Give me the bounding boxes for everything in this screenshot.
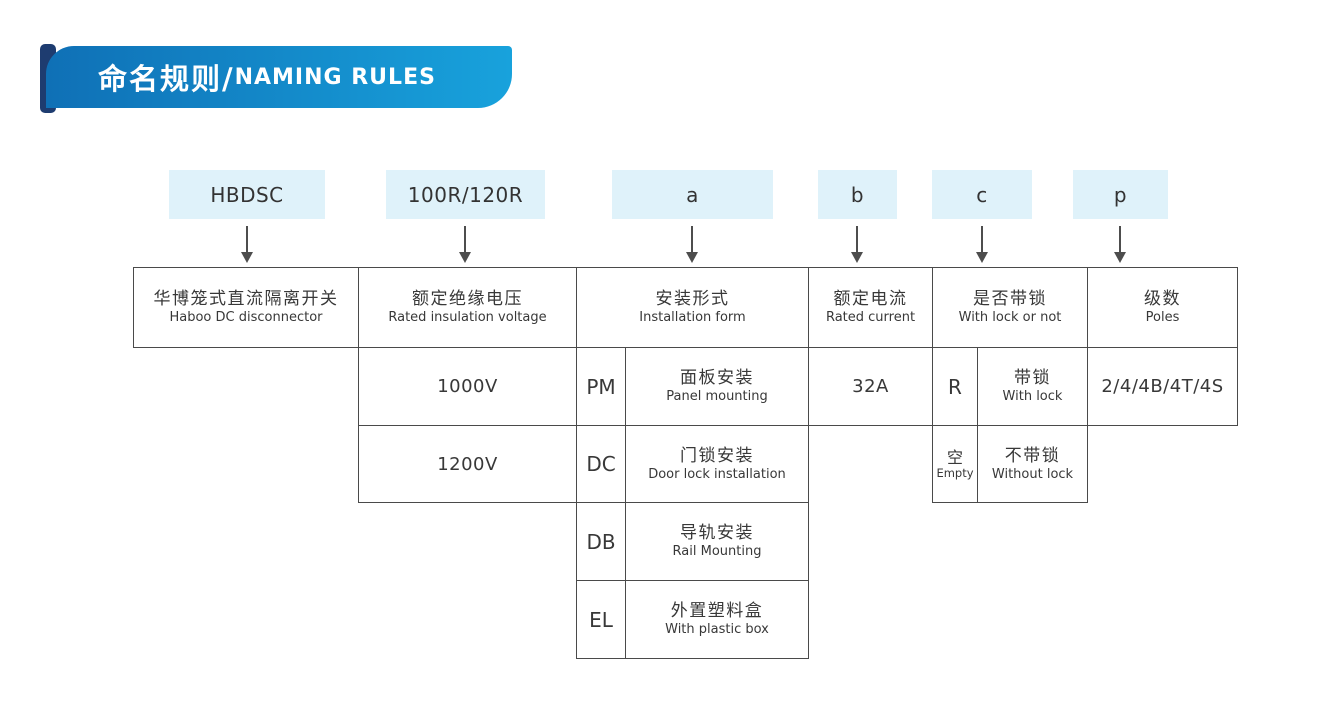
code-box-label: p (1113, 182, 1128, 207)
lock-code-r: R (932, 347, 978, 426)
install-desc-cn: 外置塑料盒 (670, 601, 764, 622)
header-cn: 是否带锁 (973, 289, 1047, 310)
install-desc-en: With plastic box (665, 622, 769, 638)
voltage-value: 1000V (437, 376, 498, 397)
down-arrow-icon (850, 226, 864, 264)
header-cn: 安装形式 (655, 289, 730, 310)
header-cell-voltage: 额定绝缘电压 Rated insulation voltage (358, 267, 577, 348)
section-header-banner: 命名规则/ NAMING RULES (46, 46, 512, 108)
lock-code: R (948, 374, 962, 399)
install-code: EL (589, 607, 613, 632)
install-desc-en: Door lock installation (648, 466, 786, 482)
install-desc-en: Rail Mounting (672, 544, 762, 560)
code-box-label: c (976, 182, 988, 207)
header-cell-installation: 安装形式 Installation form (576, 267, 809, 348)
voltage-cell-1000v: 1000V (358, 347, 577, 426)
header-en: Rated insulation voltage (388, 310, 547, 326)
current-cell-32a: 32A (808, 347, 933, 426)
down-arrow-icon (1113, 226, 1127, 264)
page-title-en: NAMING RULES (234, 64, 436, 90)
install-code-dc: DC (576, 425, 626, 503)
lock-code-en: Empty (936, 466, 974, 481)
page-title-cn: 命名规则/ (98, 62, 235, 96)
poles-value: 2/4/4B/4T/4S (1101, 376, 1224, 397)
code-box-label: 100R/120R (407, 182, 524, 207)
current-value: 32A (852, 376, 889, 397)
install-desc-cn: 导轨安装 (680, 523, 754, 544)
install-desc-db: 导轨安装 Rail Mounting (625, 502, 809, 581)
lock-code-cn: 空 (946, 448, 963, 468)
code-box-a: a (612, 170, 773, 219)
install-desc-el: 外置塑料盒 With plastic box (625, 580, 809, 659)
lock-desc-cn: 不带锁 (1004, 445, 1061, 466)
header-cell-poles: 级数 Poles (1087, 267, 1238, 348)
down-arrow-icon (240, 226, 254, 264)
header-cell-current: 额定电流 Rated current (808, 267, 933, 348)
lock-desc-cn: 带锁 (1014, 368, 1051, 389)
header-cn: 华博笼式直流隔离开关 (153, 289, 339, 310)
install-desc-cn: 门锁安装 (680, 445, 754, 466)
code-box-voltage: 100R/120R (386, 170, 545, 219)
code-box-p: p (1073, 170, 1168, 219)
down-arrow-icon (685, 226, 699, 264)
header-en: Rated current (825, 310, 916, 326)
header-cn: 额定电流 (833, 289, 908, 310)
install-code: PM (586, 374, 616, 399)
code-box-c: c (932, 170, 1032, 219)
install-desc-pm: 面板安装 Panel mounting (625, 347, 809, 426)
install-desc-cn: 面板安装 (680, 368, 754, 389)
install-desc-en: Panel mounting (666, 389, 768, 405)
install-code-pm: PM (576, 347, 626, 426)
lock-desc-without: 不带锁 Without lock (977, 425, 1088, 503)
code-box-label: HBDSC (210, 182, 284, 207)
code-box-label: a (686, 182, 699, 207)
voltage-value: 1200V (437, 453, 498, 475)
lock-desc-with: 带锁 With lock (977, 347, 1088, 426)
header-en: Haboo DC disconnector (169, 310, 323, 326)
code-box-label: b (850, 182, 865, 207)
code-box-b: b (818, 170, 897, 219)
header-en: Poles (1145, 310, 1180, 326)
install-code: DB (586, 529, 616, 554)
lock-code-empty: 空 Empty (932, 425, 978, 503)
header-cell-product: 华博笼式直流隔离开关 Haboo DC disconnector (133, 267, 359, 348)
voltage-cell-1200v: 1200V (358, 425, 577, 503)
install-code-db: DB (576, 502, 626, 581)
header-cell-lock: 是否带锁 With lock or not (932, 267, 1088, 348)
install-desc-dc: 门锁安装 Door lock installation (625, 425, 809, 503)
code-box-hbdsc: HBDSC (169, 170, 325, 219)
header-cn: 级数 (1144, 289, 1181, 310)
header-cn: 额定绝缘电压 (412, 289, 523, 310)
down-arrow-icon (975, 226, 989, 264)
poles-cell-values: 2/4/4B/4T/4S (1087, 347, 1238, 426)
header-en: Installation form (639, 310, 746, 326)
install-code-el: EL (576, 580, 626, 659)
lock-desc-en: With lock (1002, 389, 1063, 405)
install-code: DC (586, 452, 616, 476)
down-arrow-icon (458, 226, 472, 264)
header-en: With lock or not (958, 310, 1062, 326)
lock-desc-en: Without lock (991, 466, 1074, 482)
